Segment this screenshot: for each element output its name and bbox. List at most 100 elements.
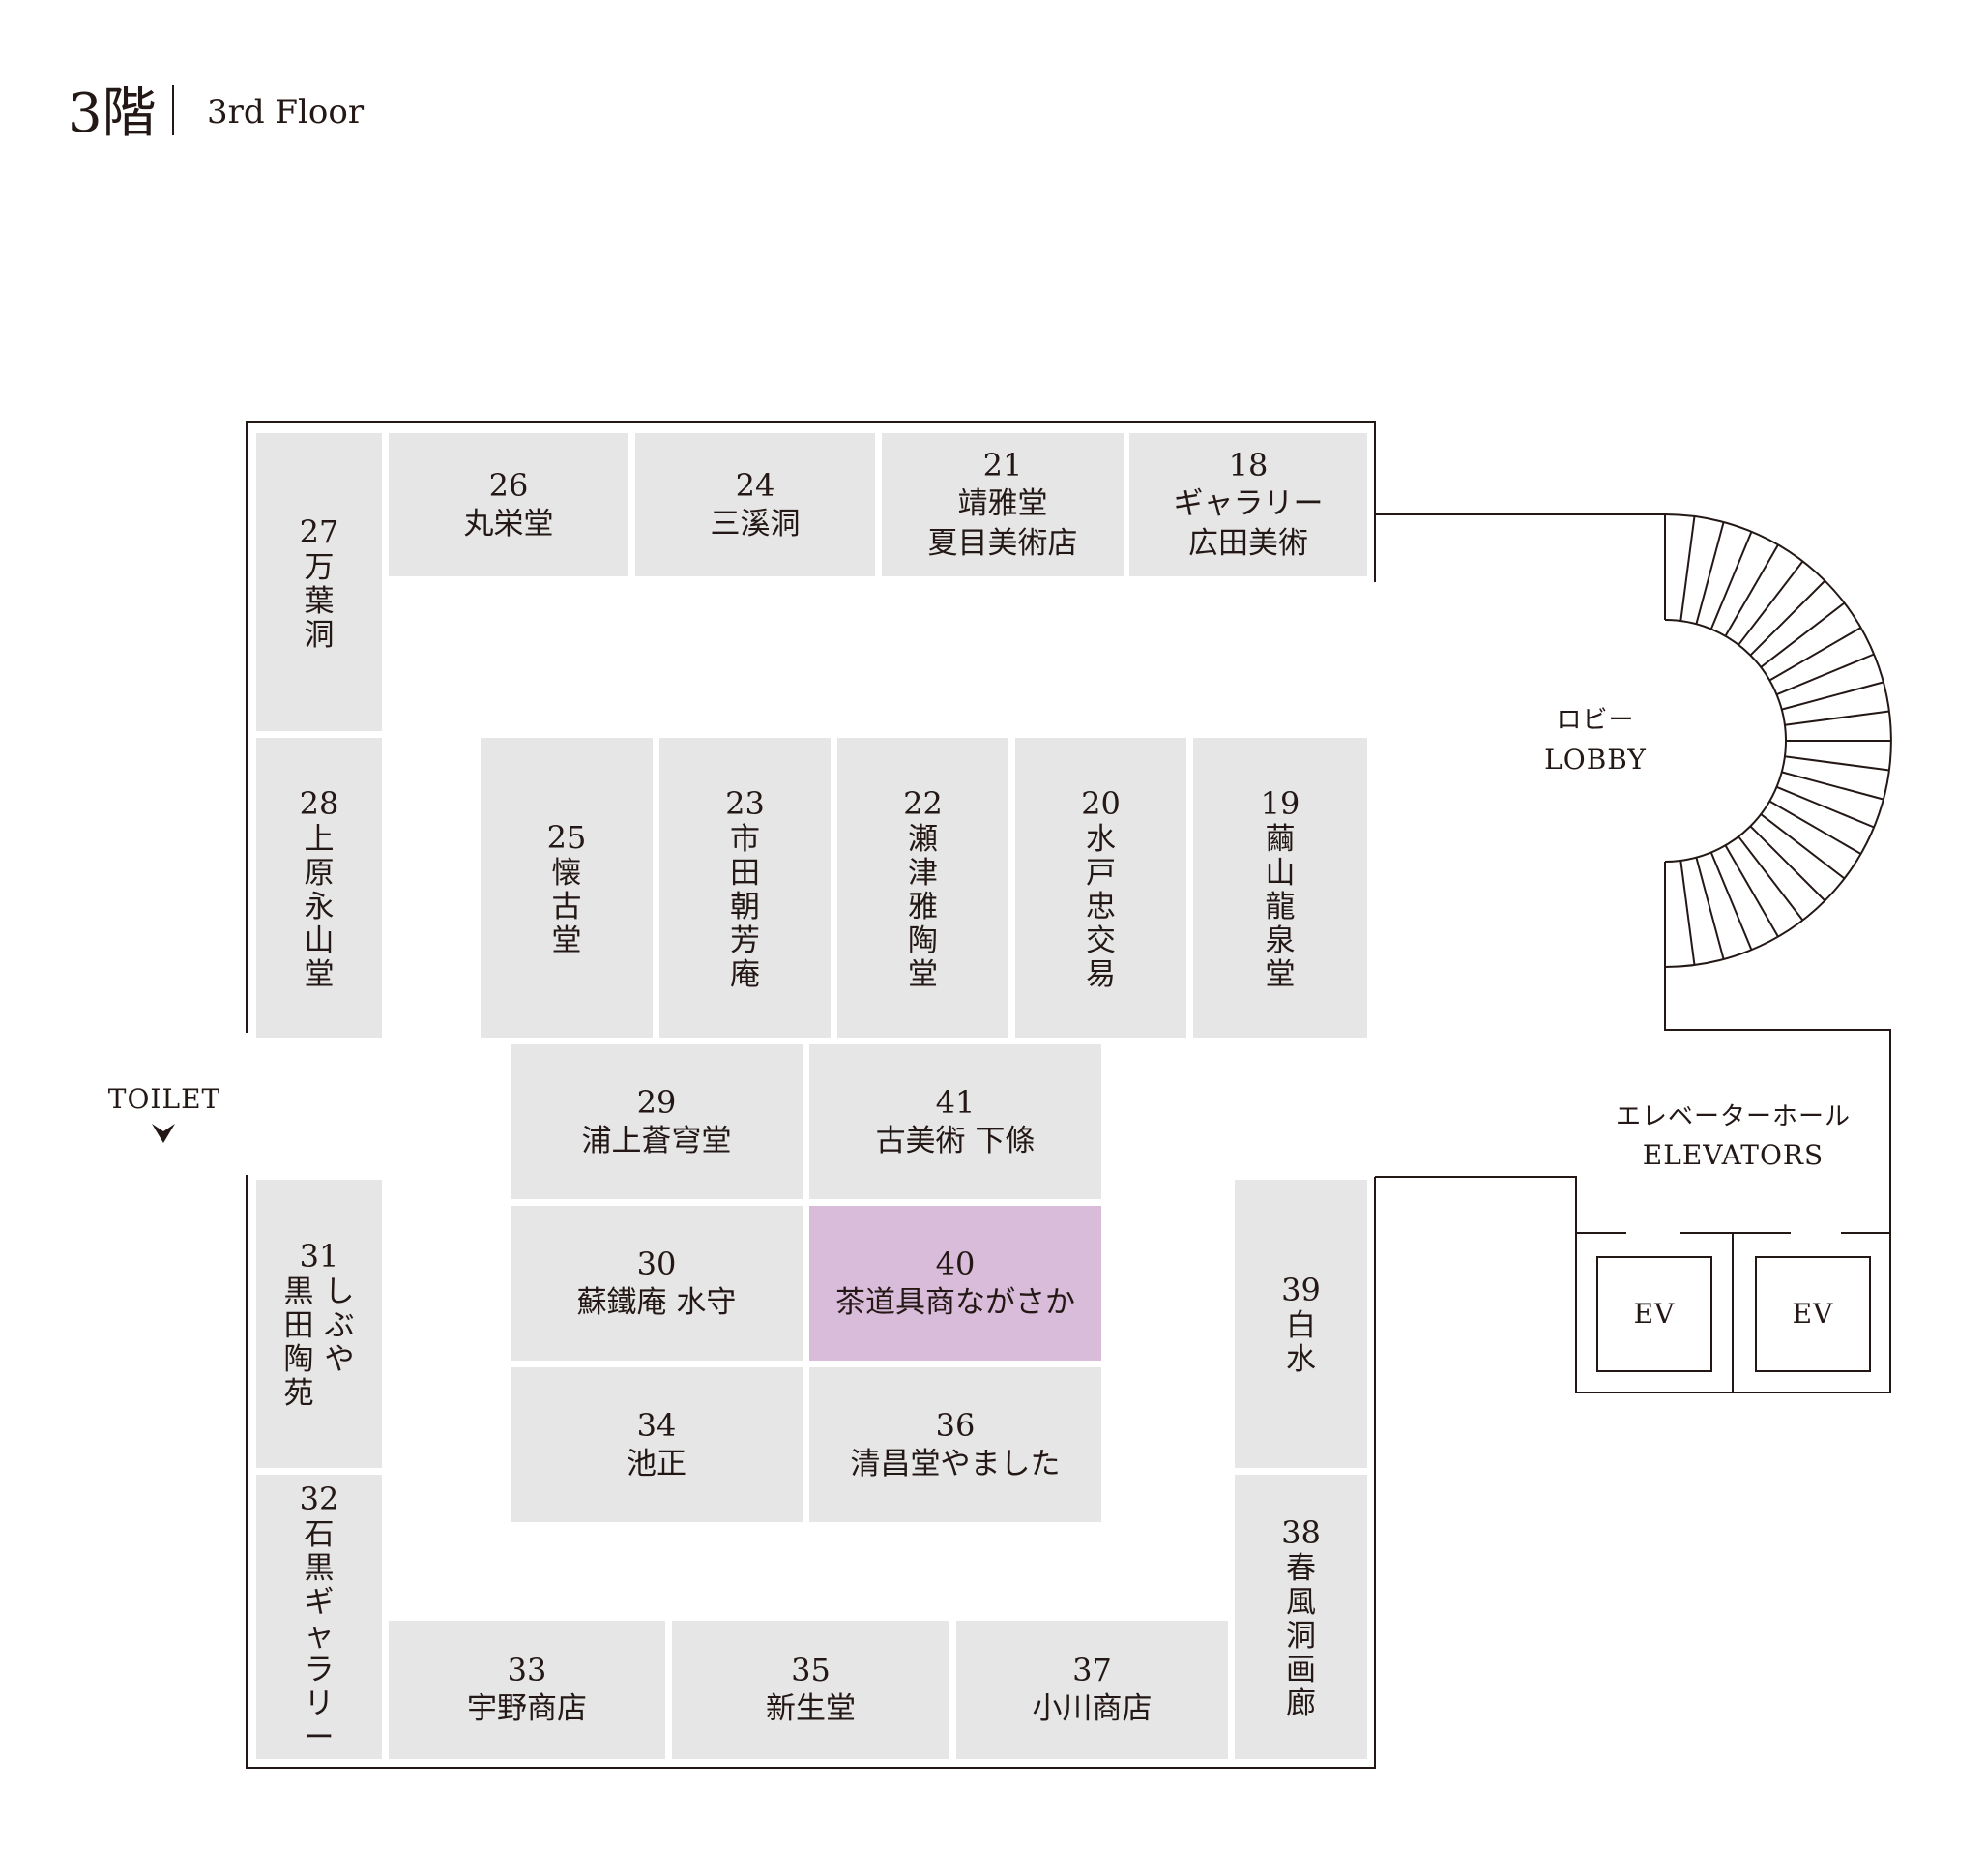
stair-inner-arc <box>1664 619 1787 863</box>
stair-wall-lower <box>1375 967 1891 1393</box>
stair-tread <box>1776 653 1875 696</box>
booth-name-line1: 靖雅堂 <box>957 486 1048 521</box>
booth-31[interactable]: 31 しぶや 黒田陶苑 <box>256 1180 382 1468</box>
stair-tread <box>1760 601 1846 668</box>
lobby-label-en: LOBBY <box>1544 744 1647 776</box>
booth-name-line1: ギャラリー <box>1173 486 1324 521</box>
booth-number: 37 <box>1072 1652 1112 1688</box>
booth-38[interactable]: 38 春風洞画廊 <box>1235 1475 1367 1759</box>
toilet-arrow-icon <box>152 1124 175 1143</box>
booth-name-right: しぶや <box>324 1275 355 1377</box>
booth-name-left: 黒田陶苑 <box>283 1275 314 1411</box>
stair-tread <box>1749 825 1826 902</box>
booth-number: 31 <box>299 1238 339 1275</box>
booth-26[interactable]: 26 丸栄堂 <box>389 433 628 576</box>
booth-number: 40 <box>935 1245 976 1282</box>
stair-tread <box>1679 860 1696 966</box>
booth-name: 上原永山堂 <box>304 821 335 992</box>
booth-20[interactable]: 20 水戸忠交易 <box>1015 738 1186 1038</box>
booth-40-highlighted[interactable]: 40 茶道具商ながさか <box>809 1206 1101 1361</box>
elevator-hall-label-en: ELEVATORS <box>1642 1139 1825 1171</box>
booth-name: 繭山龍泉堂 <box>1265 821 1296 992</box>
booth-18[interactable]: 18 ギャラリー 広田美術 <box>1129 433 1367 576</box>
booth-number: 38 <box>1281 1513 1321 1551</box>
booth-22[interactable]: 22 瀬津雅陶堂 <box>837 738 1008 1038</box>
booth-33[interactable]: 33 宇野商店 <box>389 1621 665 1759</box>
stair-tread <box>1709 531 1753 630</box>
booth-27[interactable]: 27 万葉洞 <box>256 433 382 731</box>
booth-34[interactable]: 34 池正 <box>511 1367 803 1522</box>
floor-number-jp: 3階 <box>68 82 157 145</box>
booth-number: 34 <box>636 1406 677 1444</box>
booth-name: 小川商店 <box>1032 1691 1153 1726</box>
booth-name-line2: 夏目美術店 <box>927 526 1078 561</box>
stair-tread <box>1768 627 1862 682</box>
booth-name: 清昌堂やました <box>850 1446 1061 1481</box>
stair-tread <box>1760 813 1846 880</box>
booth-32[interactable]: 32 石黒ギャラリー <box>256 1475 382 1759</box>
booth-number: 25 <box>546 818 587 856</box>
booth-name: 古美術 下條 <box>875 1123 1036 1158</box>
booth-39[interactable]: 39 白水 <box>1235 1180 1367 1468</box>
booth-name: 万葉洞 <box>304 549 335 653</box>
stair-tread <box>1724 543 1779 637</box>
booth-number: 20 <box>1081 784 1121 822</box>
booth-25[interactable]: 25 懐古堂 <box>481 738 653 1038</box>
booth-name: 春風洞画廊 <box>1286 1550 1316 1721</box>
booth-number: 23 <box>725 784 765 822</box>
elevator-1-label[interactable]: EV <box>1633 1298 1676 1330</box>
booth-19[interactable]: 19 繭山龍泉堂 <box>1193 738 1367 1038</box>
booth-number: 19 <box>1260 784 1300 822</box>
stair-tread <box>1784 710 1890 726</box>
booth-name: 石黒ギャラリー <box>304 1516 335 1755</box>
booth-23[interactable]: 23 市田朝芳庵 <box>659 738 831 1038</box>
elevator-car-1 <box>1596 1256 1712 1372</box>
stair-tread <box>1776 785 1875 829</box>
booth-number: 41 <box>935 1083 976 1121</box>
booth-36[interactable]: 36 清昌堂やました <box>809 1367 1101 1522</box>
stair-tread <box>1768 800 1862 855</box>
outer-wall <box>246 421 1376 1033</box>
lobby-label-jp: ロビー <box>1556 706 1635 735</box>
booth-name-line2: 広田美術 <box>1188 526 1308 561</box>
booth-name: 白水 <box>1286 1308 1316 1377</box>
booth-name: 市田朝芳庵 <box>730 821 760 992</box>
booth-30[interactable]: 30 蘇鐵庵 水守 <box>511 1206 803 1361</box>
stair-tread <box>1781 681 1884 711</box>
stair-tread <box>1784 755 1890 772</box>
stair-tread <box>1738 835 1804 922</box>
booth-28[interactable]: 28 上原永山堂 <box>256 738 382 1038</box>
stair-tread <box>1709 852 1753 951</box>
elevator-car-2 <box>1755 1256 1871 1372</box>
booth-name: 池正 <box>627 1446 686 1481</box>
booth-37[interactable]: 37 小川商店 <box>956 1621 1228 1759</box>
stair-tread <box>1679 515 1696 622</box>
booth-number: 21 <box>982 447 1023 484</box>
booth-name: 水戸忠交易 <box>1086 821 1116 992</box>
booth-number: 26 <box>488 466 529 504</box>
booth-name: 茶道具商ながさか <box>835 1284 1075 1320</box>
floor-number-en: 3rd Floor <box>207 93 365 132</box>
booth-number: 22 <box>903 784 943 822</box>
stair-tread <box>1749 579 1826 657</box>
elevator-hall-label-jp: エレベーターホール <box>1615 1102 1851 1131</box>
booth-35[interactable]: 35 新生堂 <box>672 1621 949 1759</box>
booth-name: 瀬津雅陶堂 <box>908 821 938 992</box>
booth-number: 30 <box>636 1245 677 1282</box>
stair-tread <box>1781 771 1884 801</box>
booth-29[interactable]: 29 浦上蒼穹堂 <box>511 1044 803 1199</box>
outer-wall-lower <box>246 1175 1376 1769</box>
booth-name: 浦上蒼穹堂 <box>581 1123 732 1158</box>
header-separator <box>172 85 174 135</box>
booth-number: 29 <box>636 1083 677 1121</box>
booth-name-two-columns: しぶや 黒田陶苑 <box>281 1275 357 1411</box>
booth-21[interactable]: 21 靖雅堂 夏目美術店 <box>882 433 1124 576</box>
stair-tread <box>1724 844 1779 938</box>
booth-41[interactable]: 41 古美術 下條 <box>809 1044 1101 1199</box>
toilet-label[interactable]: TOILET <box>107 1083 221 1115</box>
booth-number: 18 <box>1228 447 1269 484</box>
booth-24[interactable]: 24 三溪洞 <box>635 433 875 576</box>
elevator-2-label[interactable]: EV <box>1792 1298 1834 1330</box>
stair-tread <box>1738 560 1804 646</box>
